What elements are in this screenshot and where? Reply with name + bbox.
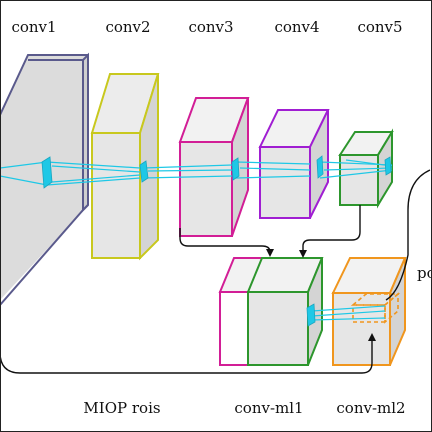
conv-ml2-block [331,257,407,366]
receptive-field-rays [0,159,393,186]
conv4-label: conv4 [274,18,319,36]
connection-arrows [0,169,431,374]
conv2-block [90,73,160,261]
receptive-field-patches [41,155,392,189]
cut-off-label: po [417,264,432,282]
ml-projection-rays [311,305,386,321]
miop-rois-label: MIOP rois [83,399,160,417]
conv4-block [258,109,330,219]
ml1-patch [306,303,316,327]
conv-ml1-block [218,257,324,366]
conv1-label: conv1 [11,18,56,36]
conv2-label: conv2 [105,18,150,36]
conv5-label: conv5 [357,18,402,36]
conv3-label: conv3 [188,18,233,36]
conv-ml2-label: conv-ml2 [336,399,405,417]
conv-ml1-label: conv-ml1 [234,399,303,417]
